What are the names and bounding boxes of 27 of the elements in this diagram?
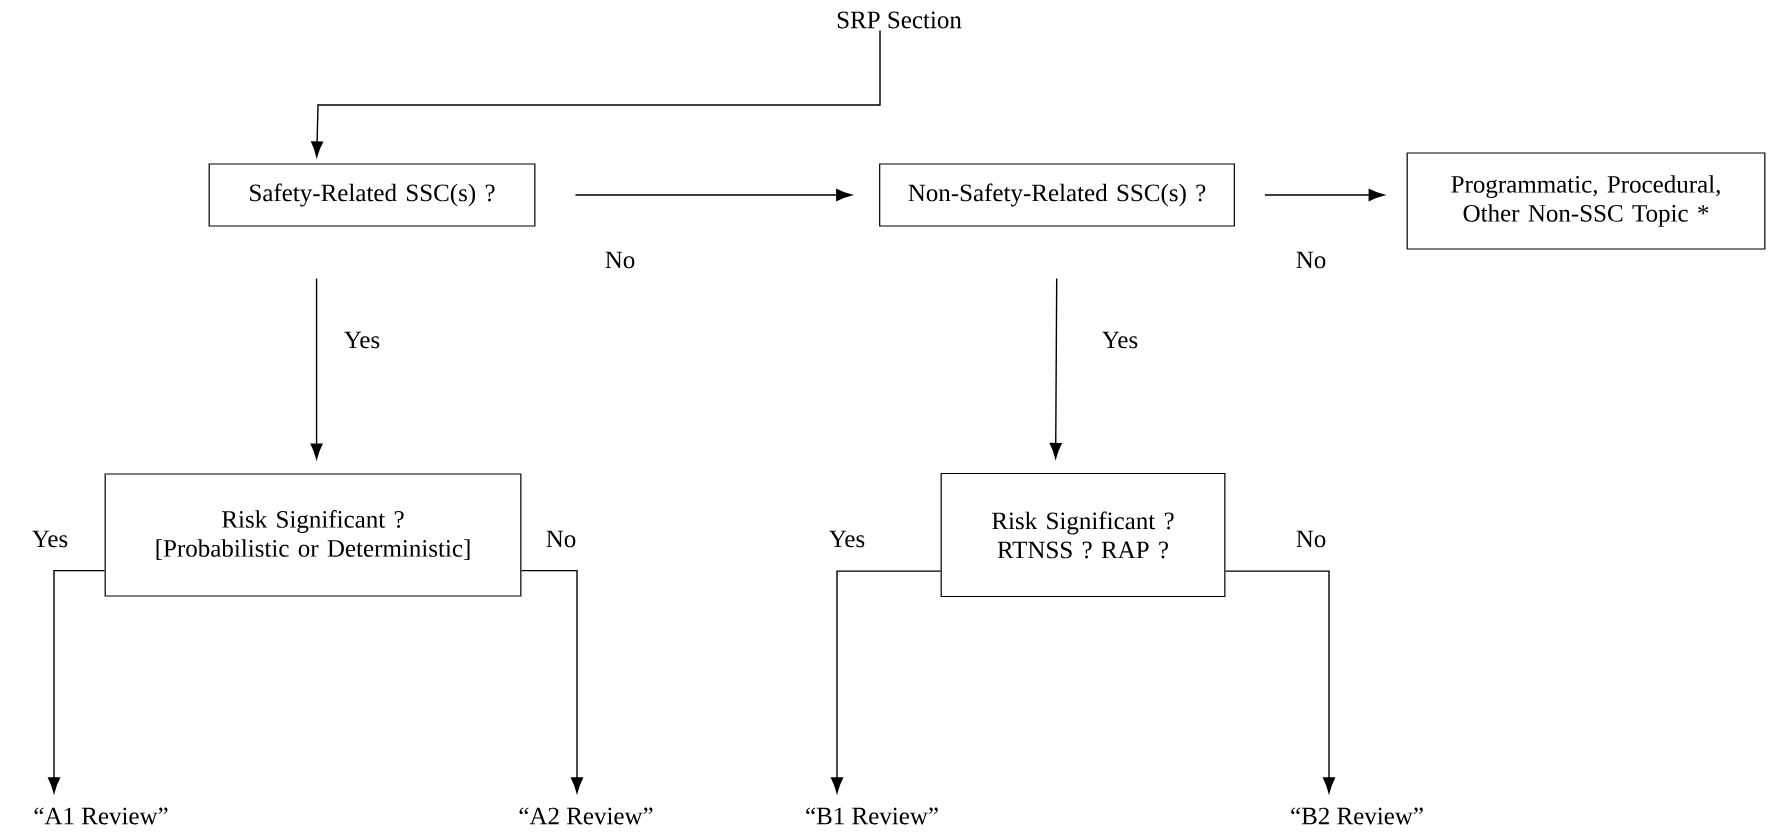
process-box: Programmatic, Procedural, Other Non-SSC Topic *: [1406, 152, 1766, 250]
edge-label: No: [1293, 528, 1329, 550]
decision-box: Safety-Related SSC(s) ?: [208, 163, 536, 227]
terminal-label: “A1 Review”: [34, 807, 168, 825]
terminal-label: “B1 Review”: [806, 807, 938, 825]
decision-box: Risk Significant ? [Probabilistic or Deterministic]: [104, 473, 522, 597]
edge-label: Yes: [341, 329, 383, 351]
edge-label: No: [1293, 249, 1329, 271]
edge-label: Yes: [29, 528, 71, 550]
arrow: [1264, 189, 1385, 201]
terminal-label: “B2 Review”: [1291, 807, 1423, 825]
arrow: [310, 277, 323, 460]
terminal-label: “A2 Review”: [519, 807, 653, 825]
terminal-label: SRP Section: [837, 11, 962, 29]
edge-label: No: [602, 249, 638, 271]
arrow: [574, 189, 852, 201]
arrow: [831, 570, 942, 794]
edge-label: Yes: [826, 528, 868, 550]
edge-label: Yes: [1099, 329, 1141, 351]
decision-box: Non-Safety-Related SSC(s) ?: [879, 163, 1235, 227]
arrow: [311, 29, 881, 158]
arrow: [48, 569, 106, 794]
arrow: [520, 569, 583, 794]
decision-box: Risk Significant ? RTNSS ? RAP ?: [940, 472, 1226, 598]
edge-label: No: [543, 528, 579, 550]
arrow: [1049, 277, 1062, 459]
arrow: [1224, 570, 1335, 794]
